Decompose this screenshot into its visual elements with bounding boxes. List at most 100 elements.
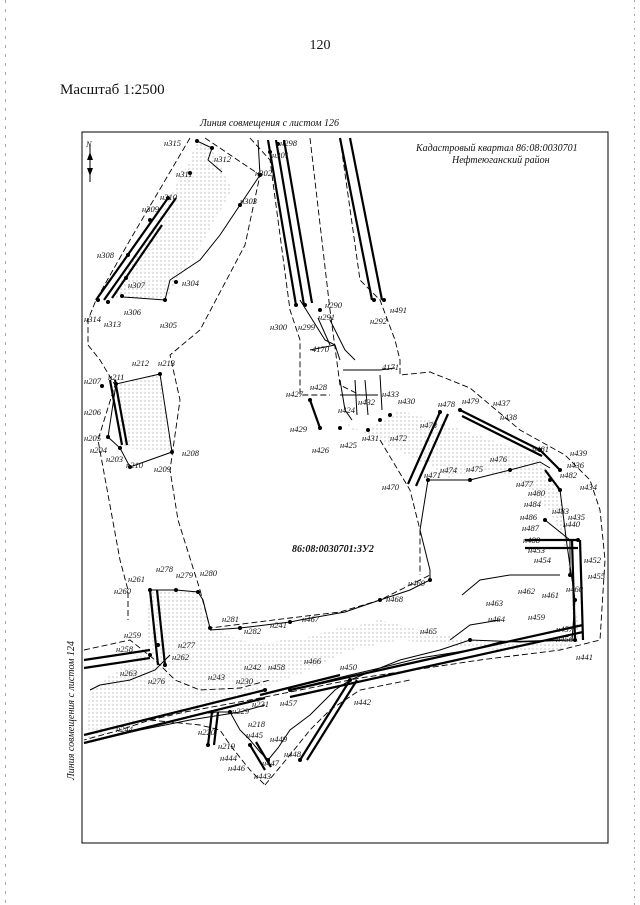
point-label: н433: [382, 389, 399, 399]
point-label: н453: [528, 545, 545, 555]
scan-edge-left: [5, 0, 6, 905]
point-label: н470: [382, 482, 400, 492]
point-label: н474: [440, 465, 458, 475]
point-label: н448: [284, 749, 302, 759]
point-label: н315: [164, 138, 181, 148]
point-label: н475: [466, 464, 483, 474]
point-label: н464: [488, 614, 506, 624]
point-label: н310: [160, 192, 178, 202]
point-label: н218: [248, 719, 266, 729]
point-label: н467: [302, 614, 320, 624]
point-label: н450: [340, 662, 358, 672]
point-label: н231: [252, 699, 269, 709]
point-label: н429: [290, 424, 308, 434]
scan-edge-right: [634, 0, 635, 905]
point-label: н206: [84, 407, 102, 417]
point-label: н301: [272, 150, 289, 160]
scale-label: Масштаб 1:2500: [60, 82, 165, 98]
point-label: н303: [240, 196, 257, 206]
point-label: н458: [268, 662, 286, 672]
point-label: н454: [534, 555, 552, 565]
point-label: н213: [158, 358, 175, 368]
point-label: н209: [154, 464, 172, 474]
point-label: н311: [176, 169, 192, 179]
point-label: н212: [132, 358, 150, 368]
point-label: н241: [270, 620, 287, 630]
point-label: н211: [108, 372, 124, 382]
point-label: н430: [398, 396, 416, 406]
point-label: н469: [408, 578, 426, 588]
left-join-label: Линия совмещения с листом 124: [66, 641, 77, 781]
point-label: н447: [262, 758, 280, 768]
point-label: н229: [232, 706, 250, 716]
point-label: н459: [528, 612, 546, 622]
point-label: н465: [420, 626, 437, 636]
point-label: н460: [566, 584, 584, 594]
point-label: н258: [116, 644, 134, 654]
point-label: н278: [156, 564, 174, 574]
point-label: н244: [116, 724, 134, 734]
point-label: н313: [104, 319, 121, 329]
point-label: н309: [142, 204, 160, 214]
point-label: н479: [462, 396, 480, 406]
point-label: н279: [176, 570, 194, 580]
point-label: н300: [270, 322, 288, 332]
point-label: н473: [420, 420, 437, 430]
point-label: н435: [568, 512, 585, 522]
point-label: н442: [354, 697, 372, 707]
survey-points: [96, 139, 580, 762]
point-label: 4170: [312, 344, 330, 354]
cadastral-district: Нефтеюганский район: [451, 155, 550, 166]
point-label: н466: [304, 656, 322, 666]
point-label: н441: [576, 652, 593, 662]
point-label: н260: [114, 586, 132, 596]
point-label: н438: [500, 412, 518, 422]
point-label: н455: [588, 571, 605, 581]
point-label: н480: [528, 488, 546, 498]
point-label: н210: [126, 460, 144, 470]
point-label: н457: [556, 624, 574, 634]
designated-areas: [85, 141, 580, 740]
point-label: н305: [160, 320, 177, 330]
point-label: н461: [542, 590, 559, 600]
cadastral-quarter: Кадастровый квартал 86:08:0030701: [415, 143, 578, 154]
point-label: н312: [214, 154, 232, 164]
point-label: 4171: [382, 362, 399, 372]
page-number: 120: [309, 38, 331, 53]
north-arrow-icon: N: [85, 139, 93, 182]
point-label: н291: [318, 312, 335, 322]
point-label: н481: [532, 444, 549, 454]
point-label: н428: [310, 382, 328, 392]
point-label: н243: [208, 672, 225, 682]
point-label: н488: [523, 535, 541, 545]
point-label: н307: [128, 280, 146, 290]
top-join-label: Линия совмещения с листом 126: [199, 118, 339, 129]
point-label: н491: [390, 305, 407, 315]
point-label: н446: [228, 763, 246, 773]
point-label: н205: [84, 433, 101, 443]
point-label: н242: [244, 662, 262, 672]
point-label: н437: [493, 398, 511, 408]
point-label: н434: [580, 482, 598, 492]
point-label: н456: [556, 634, 574, 644]
point-label: н298: [280, 138, 298, 148]
point-label: н424: [338, 405, 356, 415]
point-label: н487: [522, 523, 540, 533]
point-label: н457: [280, 698, 298, 708]
point-label: н259: [124, 630, 142, 640]
parcel-id: 86:08:0030701:ЗУ2: [292, 544, 374, 555]
point-label: н261: [128, 574, 145, 584]
point-label: н314: [84, 314, 102, 324]
point-label: н425: [340, 440, 357, 450]
point-label: н302: [255, 168, 273, 178]
point-label: н280: [200, 568, 218, 578]
point-label: н477: [516, 479, 534, 489]
point-label: н262: [172, 652, 190, 662]
point-label: н471: [424, 470, 441, 480]
point-label: н439: [570, 448, 588, 458]
point-label: н486: [520, 512, 538, 522]
point-label: н276: [148, 676, 166, 686]
point-label: н207: [84, 376, 102, 386]
point-label: н463: [486, 598, 503, 608]
